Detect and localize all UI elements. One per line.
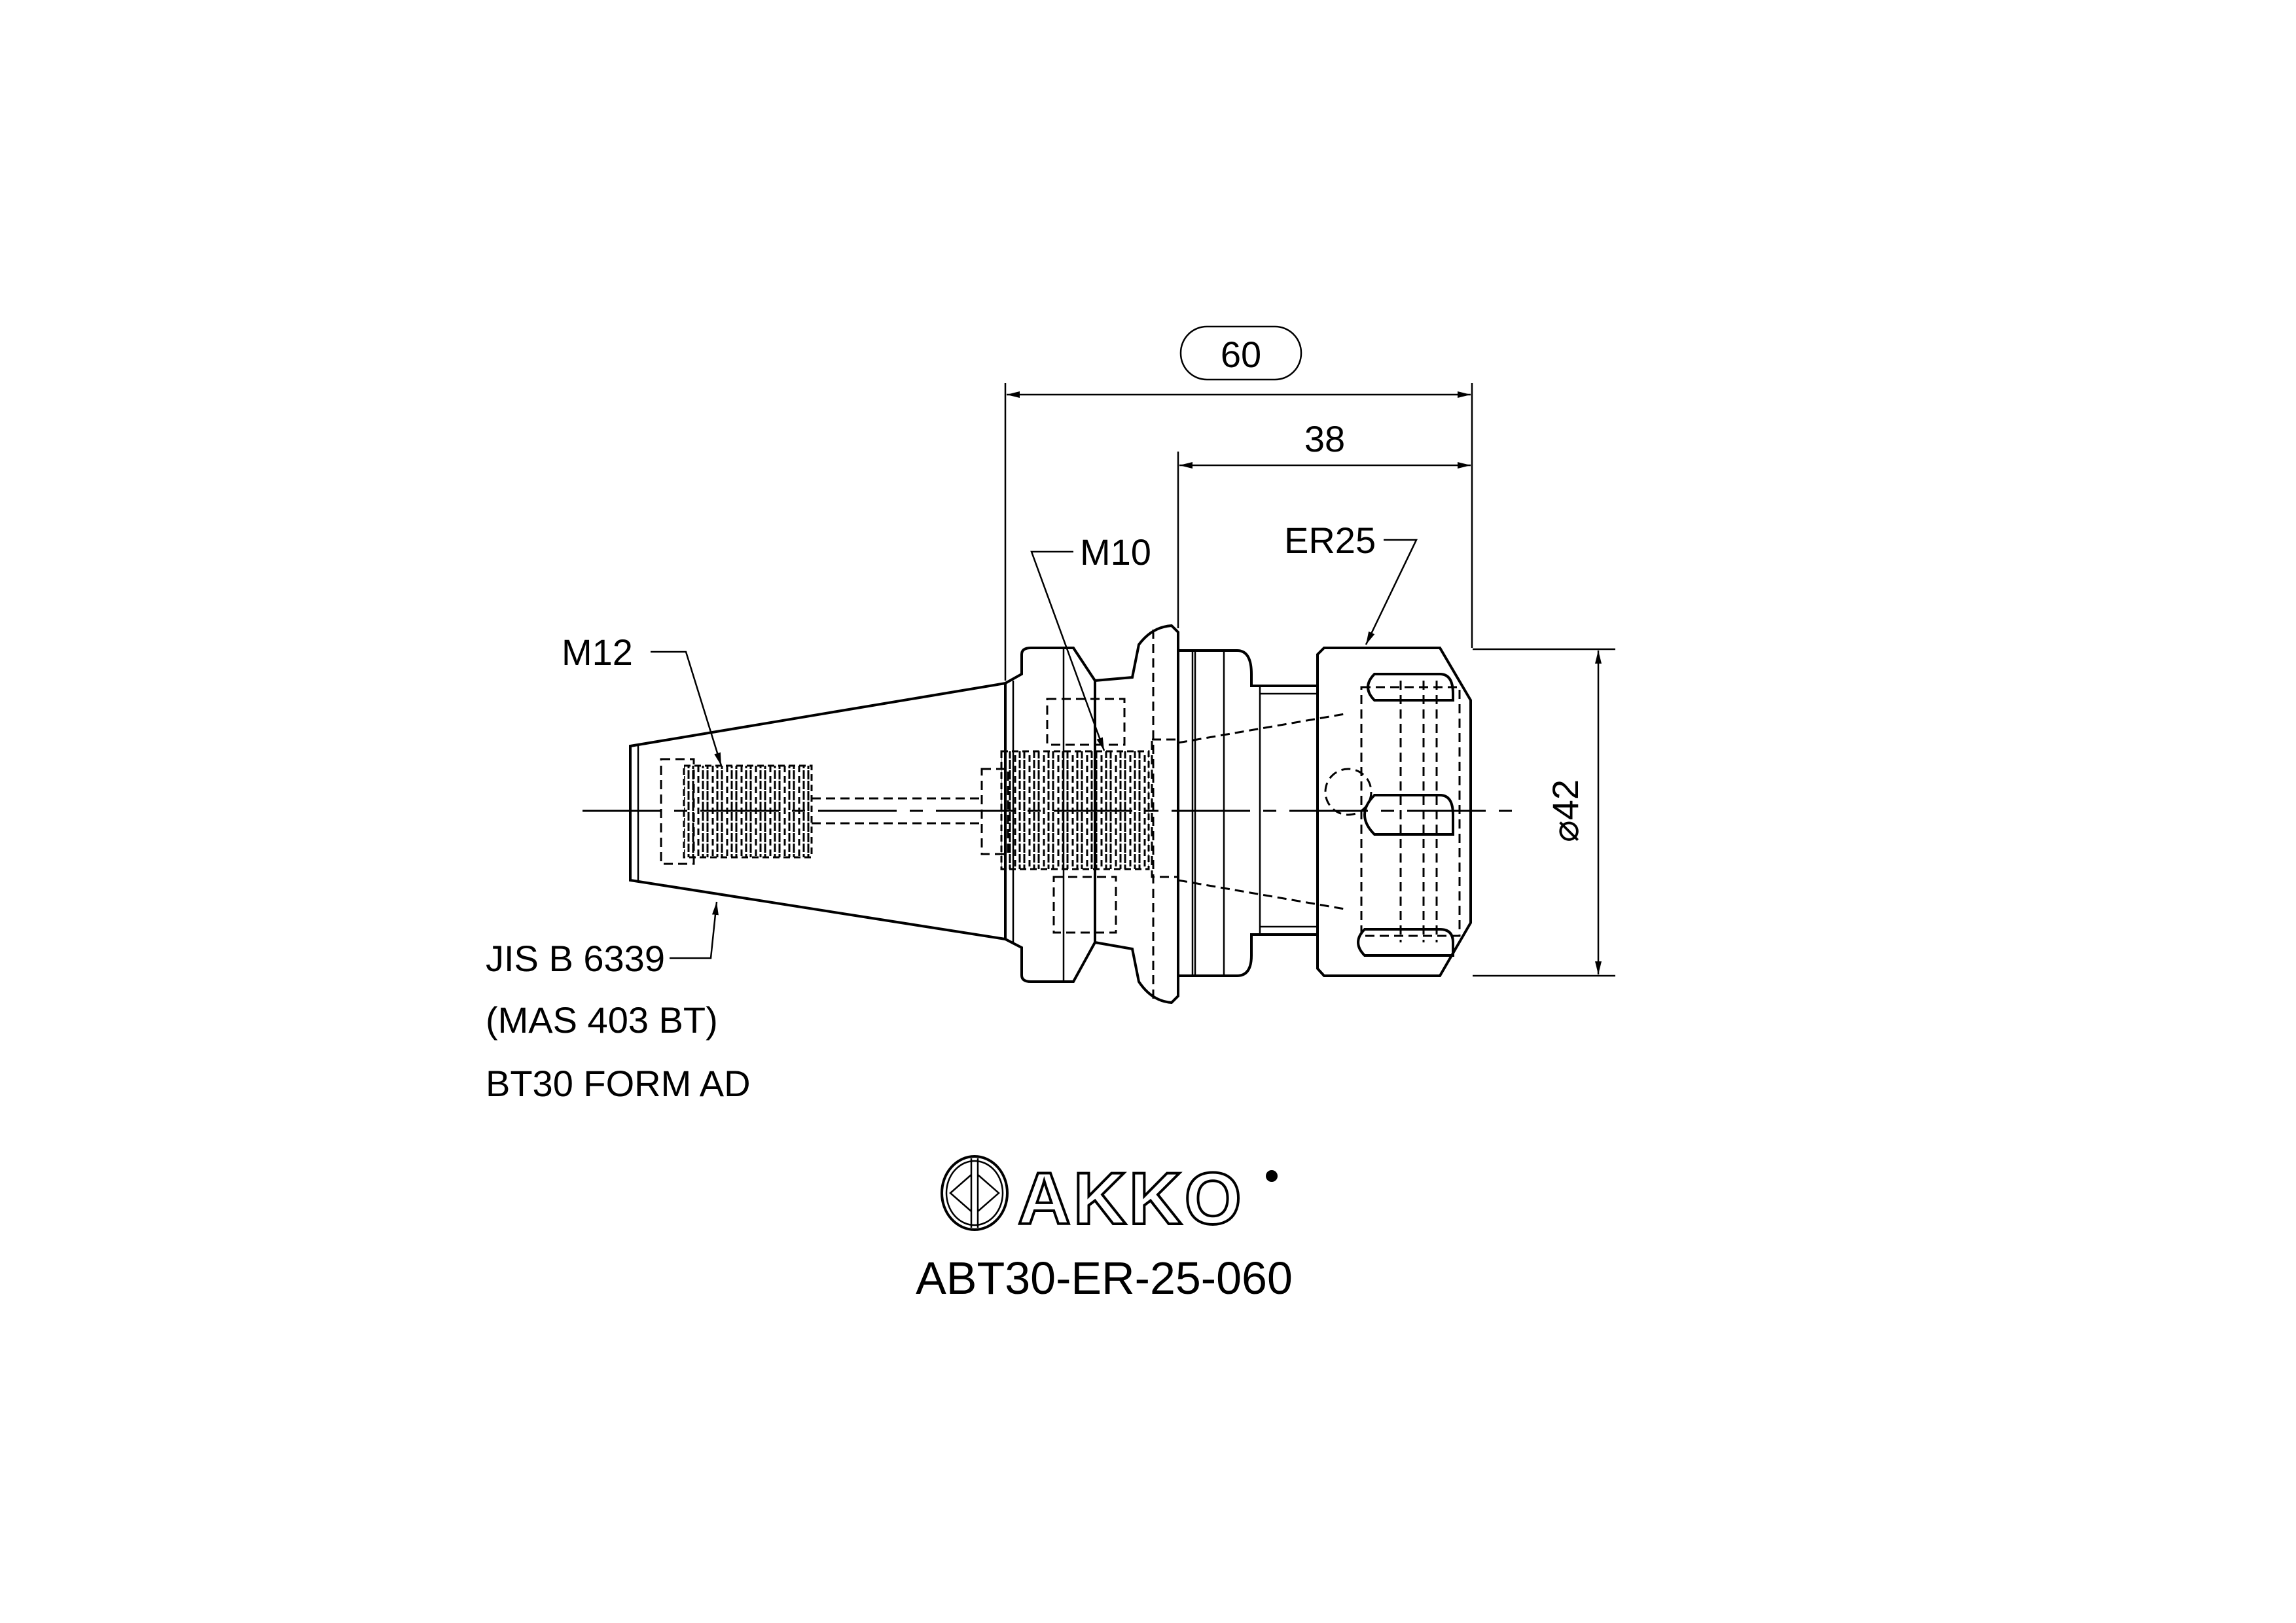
logo-wordmark: AKKO (1018, 1158, 1244, 1240)
svg-text:ER25: ER25 (1284, 520, 1376, 561)
part-number: ABT30-ER-25-060 (916, 1253, 1293, 1304)
flange (1000, 647, 1150, 983)
m10-thread (1000, 750, 1150, 870)
callout-standard: JIS B 6339 (MAS 403 BT) BT30 FORM AD (486, 901, 751, 1104)
m12-thread (683, 764, 813, 859)
callout-m10: M10 (1030, 531, 1151, 751)
callout-er25: ER25 (1284, 520, 1418, 645)
er25-collet-nut (1316, 647, 1472, 977)
dimension-overall-length: 60 (1004, 325, 1473, 681)
dimension-60-label: 60 (1221, 334, 1261, 375)
dimension-diameter: ⌀42 (1473, 648, 1615, 977)
dimension-gauge-length: 38 (1177, 418, 1471, 628)
v-flange (1094, 624, 1179, 1005)
akko-logo: AKKO (941, 1155, 1278, 1241)
callout-m12: M12 (562, 632, 723, 766)
standard-line-2: (MAS 403 BT) (486, 999, 718, 1041)
dimension-38-label: 38 (1304, 418, 1345, 459)
bt30-taper (629, 681, 1009, 941)
standard-line-3: BT30 FORM AD (486, 1063, 751, 1104)
body (1177, 649, 1349, 977)
svg-text:M10: M10 (1080, 531, 1151, 573)
standard-line-1: JIS B 6339 (486, 938, 665, 979)
svg-text:M12: M12 (562, 632, 633, 673)
dimension-diameter-label: ⌀42 (1545, 779, 1586, 842)
